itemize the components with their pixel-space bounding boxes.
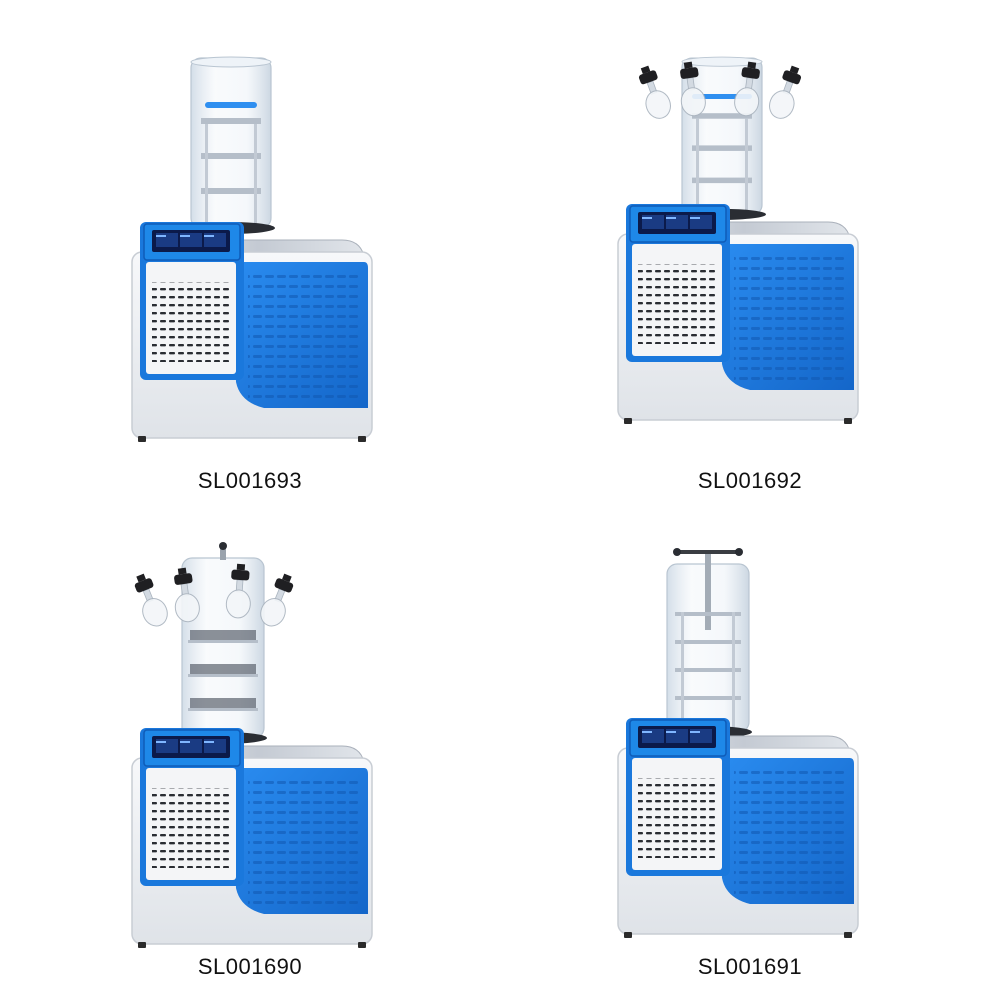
freeze-dryer-standard-image — [131, 56, 373, 443]
freeze-dryer-manifold-vial-image — [128, 542, 373, 949]
product-model-label: SL001692 — [697, 468, 803, 493]
product-card-sl001690[interactable]: SL001690 — [0, 500, 500, 1000]
freeze-dryer-manifold-image — [617, 56, 859, 425]
product-model-label: SL001691 — [697, 954, 803, 979]
product-card-sl001692[interactable]: SL001692 — [500, 0, 1000, 500]
product-model-label: SL001690 — [197, 954, 303, 979]
freeze-dryer-press-image — [617, 548, 859, 939]
product-card-sl001691[interactable]: SL001691 — [500, 500, 1000, 1000]
product-card-sl001693[interactable]: SL001693 — [0, 0, 500, 500]
product-model-label: SL001693 — [197, 468, 303, 493]
